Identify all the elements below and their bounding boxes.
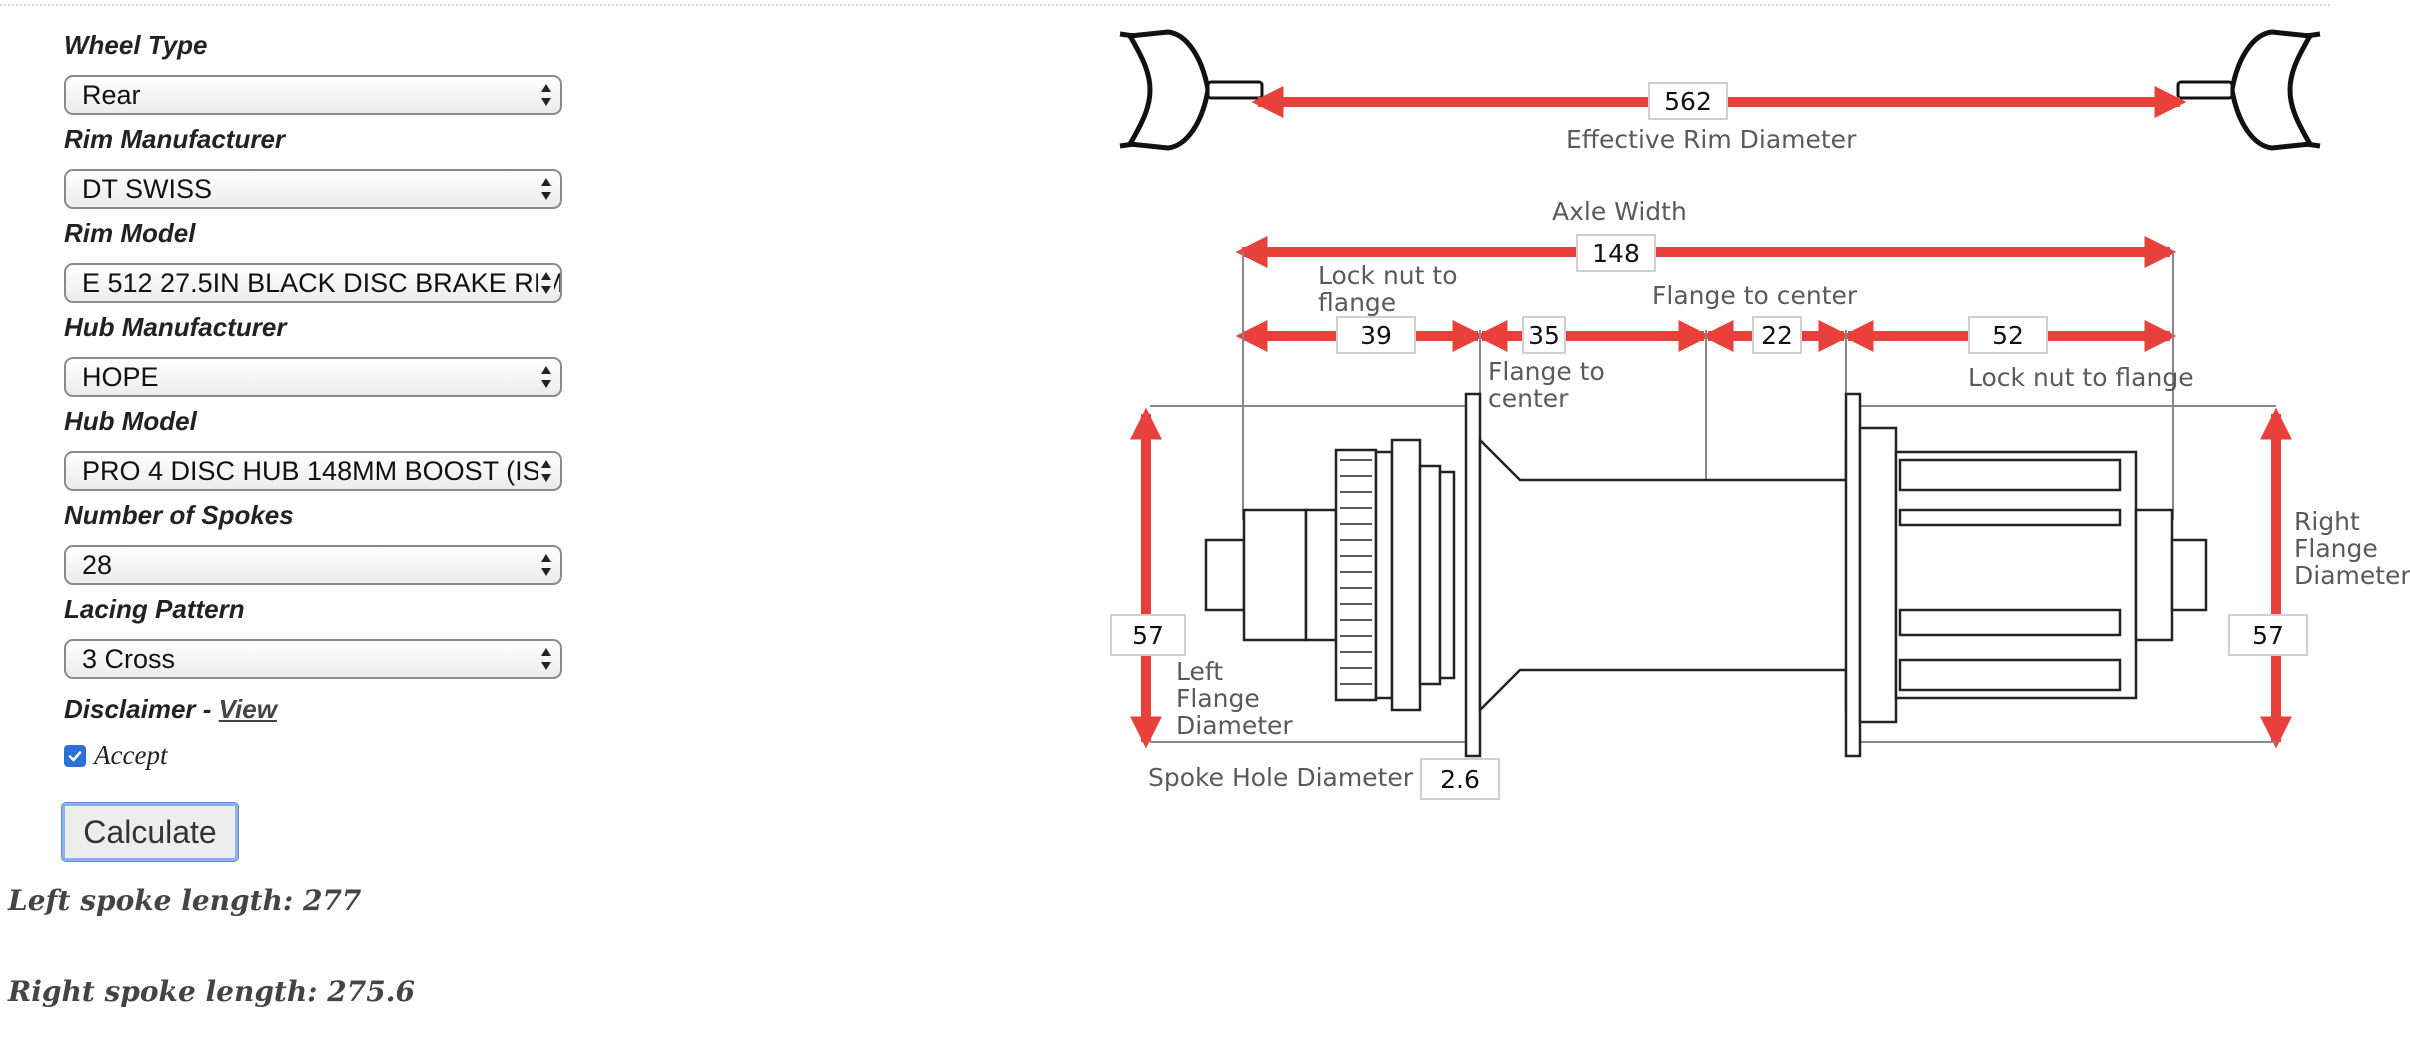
left-flange-diameter-line1: Left [1176, 657, 1224, 686]
left-flange-to-center-value[interactable]: 35 [1522, 316, 1566, 354]
rim-manufacturer-value: DT SWISS [82, 174, 213, 204]
top-divider [0, 4, 2330, 6]
right-flange-to-center-value[interactable]: 22 [1752, 316, 1802, 354]
hub-model-label: Hub Model [64, 406, 197, 436]
right-flange-diameter-label: Right Flange Diameter [2294, 508, 2410, 589]
right-flange-diameter-value[interactable]: 57 [2228, 614, 2308, 656]
lacing-label: Lacing Pattern [64, 594, 245, 624]
hub-manufacturer-select[interactable]: HOPE [64, 357, 562, 397]
right-flange-diameter-line2: Flange [2294, 534, 2378, 563]
disclaimer: Disclaimer - View [64, 694, 277, 725]
accept-checkbox[interactable] [64, 744, 86, 767]
left-flange-diameter-line3: Diameter [1176, 711, 1293, 740]
select-arrows-icon [538, 456, 554, 486]
select-arrows-icon [538, 644, 554, 674]
hub-model-select[interactable]: PRO 4 DISC HUB 148MM BOOST (IS) [64, 451, 562, 491]
extension-lines [1150, 252, 2276, 743]
select-arrows-icon [538, 174, 554, 204]
accept-label: Accept [94, 740, 168, 770]
disclaimer-view-link[interactable]: View [218, 694, 277, 724]
rim-model-value: E 512 27.5IN BLACK DISC BRAKE RIM [82, 268, 562, 298]
rim-model-label: Rim Model [64, 218, 196, 248]
rim-model-select[interactable]: E 512 27.5IN BLACK DISC BRAKE RIM [64, 263, 562, 303]
left-spoke-length: Left spoke length: 277 [8, 884, 362, 917]
spokes-select[interactable]: 28 [64, 545, 562, 585]
left-rim-section [1119, 29, 1211, 151]
wheel-type-value: Rear [82, 80, 141, 110]
wheel-type-select[interactable]: Rear [64, 75, 562, 115]
axle-width-value[interactable]: 148 [1576, 234, 1656, 272]
disclaimer-label: Disclaimer - [64, 694, 219, 724]
lacing-value: 3 Cross [82, 644, 176, 674]
left-flange-label-line1: Flange to [1488, 357, 1605, 386]
spokes-label: Number of Spokes [64, 500, 294, 530]
right-flange-diameter-line1: Right [2294, 507, 2360, 536]
right-flange-diameter-line3: Diameter [2294, 561, 2410, 590]
left-flange-diameter-value[interactable]: 57 [1110, 614, 1186, 656]
lacing-select[interactable]: 3 Cross [64, 639, 562, 679]
accept-row: Accept [64, 740, 167, 771]
spoke-hole-diameter-value[interactable]: 2.6 [1420, 758, 1500, 800]
right-locknut-to-flange-label: Lock nut to flange [1968, 363, 2194, 392]
hub-manufacturer-label: Hub Manufacturer [64, 312, 287, 342]
spoke-hole-diameter-label: Spoke Hole Diameter [1148, 763, 1414, 792]
right-flange-to-center-label: Flange to center [1652, 281, 1858, 310]
hub-drawing [1119, 29, 2321, 758]
left-flange-label-line2: center [1488, 384, 1569, 413]
right-rim-section [2229, 29, 2321, 151]
hub-body [1204, 392, 2208, 758]
left-locknut-label-line1: Lock nut to [1318, 261, 1458, 290]
effective-rim-diameter-value[interactable]: 562 [1648, 82, 1728, 120]
right-locknut-to-flange-value[interactable]: 52 [1968, 316, 2048, 354]
rim-manufacturer-select[interactable]: DT SWISS [64, 169, 562, 209]
select-arrows-icon [538, 268, 554, 298]
hub-manufacturer-value: HOPE [82, 362, 159, 392]
select-arrows-icon [538, 80, 554, 110]
wheel-type-label: Wheel Type [64, 30, 208, 60]
spokes-value: 28 [82, 550, 113, 580]
effective-rim-diameter-label: Effective Rim Diameter [1566, 125, 1857, 154]
select-arrows-icon [538, 362, 554, 392]
spoke-nipples [1206, 80, 2234, 100]
left-locknut-to-flange-value[interactable]: 39 [1336, 316, 1416, 354]
hub-model-value: PRO 4 DISC HUB 148MM BOOST (IS) [82, 456, 550, 486]
axle-width-label: Axle Width [1552, 197, 1687, 226]
hub-dimension-diagram: 562 Effective Rim Diameter Axle Width 14… [1110, 20, 2410, 820]
left-flange-diameter-line2: Flange [1176, 684, 1260, 713]
left-flange-to-center-label: Flange to center [1488, 358, 1605, 412]
check-icon [68, 750, 82, 761]
left-locknut-label-line2: flange [1318, 288, 1397, 317]
calculate-button[interactable]: Calculate [61, 802, 239, 862]
right-spoke-length: Right spoke length: 275.6 [8, 975, 415, 1008]
rotor-splines [1340, 459, 1372, 685]
left-locknut-to-flange-label: Lock nut to flange [1318, 262, 1458, 316]
select-arrows-icon [538, 550, 554, 580]
left-flange-diameter-label: Left Flange Diameter [1176, 658, 1293, 739]
rim-manufacturer-label: Rim Manufacturer [64, 124, 286, 154]
